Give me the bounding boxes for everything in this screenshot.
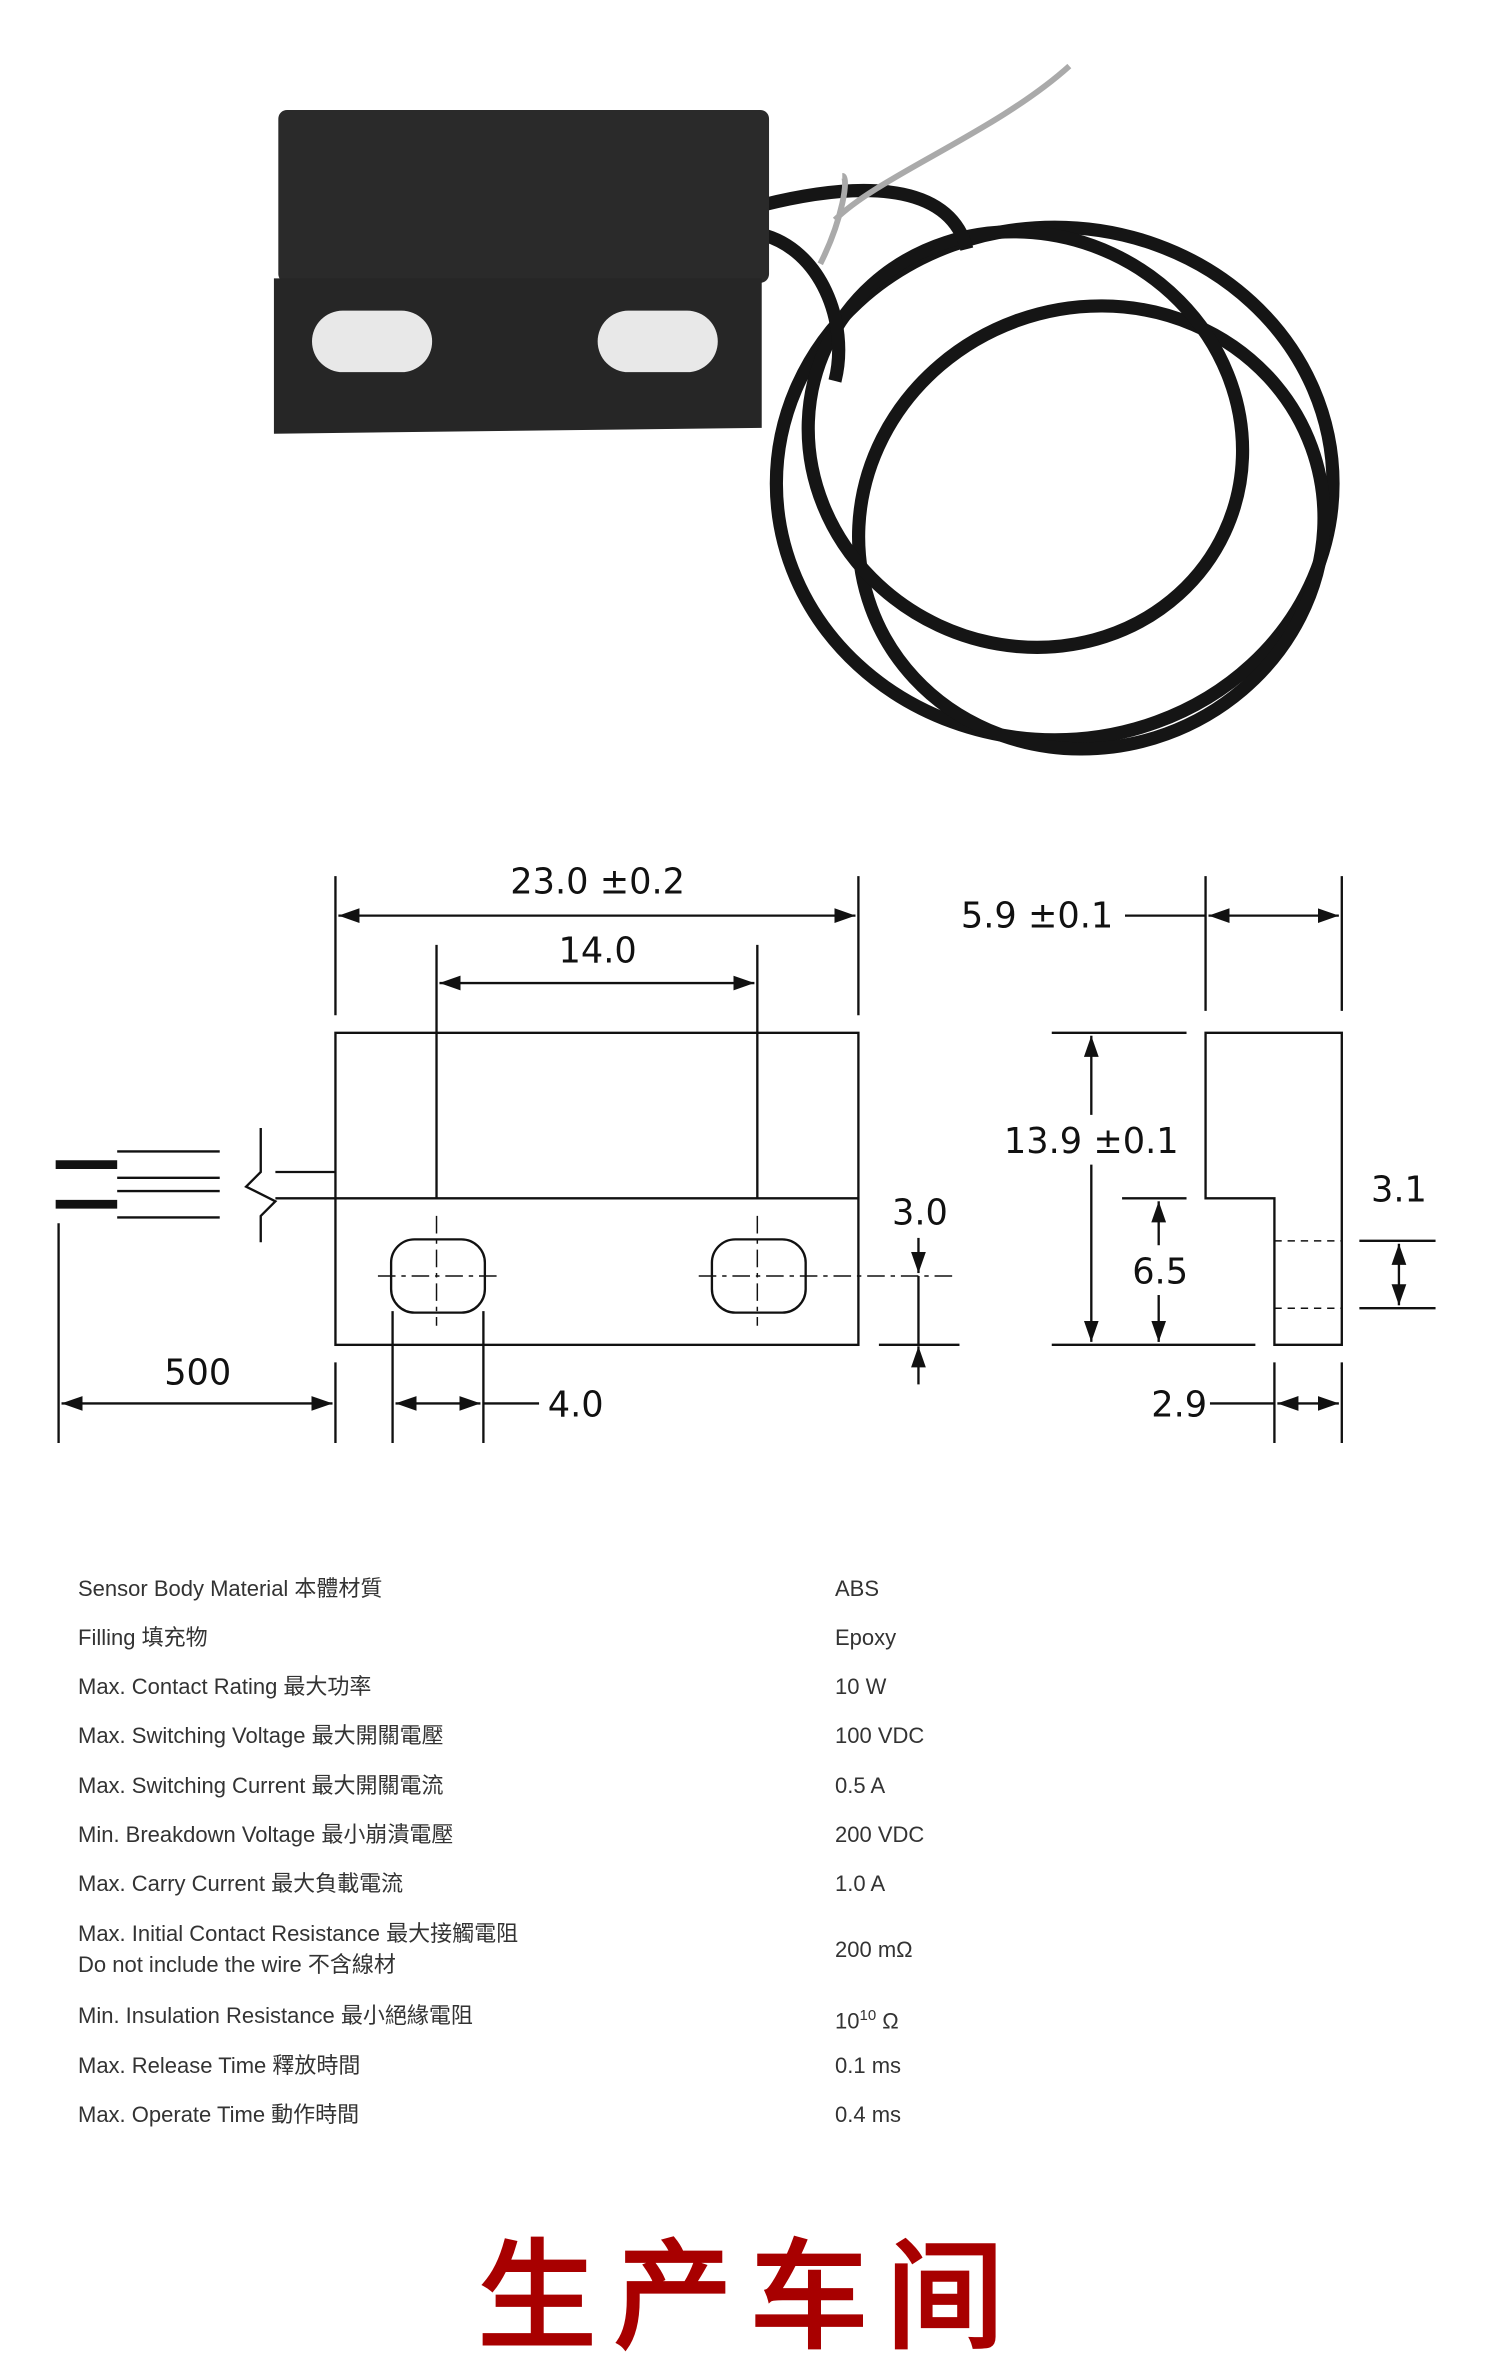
value-exponent: 10 [859,2007,877,2024]
spec-value: 100 VDC [835,1723,925,1748]
side-view [1051,876,1436,1443]
spec-value: 0.5 A [835,1773,886,1798]
spec-value: 10 W [835,1674,887,1699]
value-unit: Ω [876,2008,899,2034]
mount-hole-left [312,310,433,373]
spec-label: Max. Release Time 釋放時間 [78,2053,361,2078]
mount-hole-right [597,310,718,373]
dim-height: 13.9 ±0.1 [1004,1121,1179,1162]
dimension-labels: 23.0 ±0.2 14.0 5.9 ±0.1 13.9 ±0.1 3.0 6.… [164,862,1427,1426]
spec-label: Max. Operate Time 動作時間 [78,2102,360,2127]
dim-hole-spacing: 14.0 [559,931,637,972]
spec-value: Epoxy [835,1625,897,1650]
spec-value: 0.1 ms [835,2053,902,2078]
dim-length: 23.0 ±0.2 [510,862,685,903]
section-headline: 生产车间 [477,2228,1022,2366]
dim-width: 5.9 ±0.1 [961,895,1113,936]
bare-wires [817,63,1072,266]
spec-label: Sensor Body Material 本體材質 [78,1576,383,1601]
sensor-body-top [278,109,770,283]
spec-label: Max. Switching Voltage 最大開關電壓 [78,1723,444,1748]
front-view [55,876,960,1443]
spec-value: 1.0 A [835,1871,886,1896]
spec-label: Max. Switching Current 最大開關電流 [78,1773,444,1798]
dim-step-height: 6.5 [1132,1251,1188,1292]
dim-cable-length: 500 [164,1352,231,1393]
dim-flange-thickness: 2.9 [1151,1385,1207,1426]
spec-row: Max. Initial Contact Resistance 最大接觸電阻 D… [78,1918,1378,1980]
value-base: 10 [835,2008,860,2034]
spec-label: Filling 填充物 [78,1625,208,1650]
spec-label: Max. Carry Current 最大負載電流 [78,1871,404,1896]
spec-label: Max. Contact Rating 最大功率 [78,1674,372,1699]
spec-value: 0.4 ms [835,2102,902,2127]
sensor-photo [273,63,1340,756]
spec-value: 1010 Ω [835,2000,899,2036]
dim-hole-width: 4.0 [548,1385,604,1426]
cable-coil [759,184,1340,756]
spec-label: Min. Breakdown Voltage 最小崩潰電壓 [78,1822,454,1847]
spec-value: 200 mΩ [835,1937,913,1962]
spec-label: Min. Insulation Resistance 最小絕緣電阻 [78,2003,473,2028]
dim-lip-height: 3.0 [892,1193,948,1234]
dim-hole-height: 3.1 [1371,1169,1427,1210]
spec-label-note: Do not include the wire 不含線材 [78,1952,396,1977]
spec-label: Max. Initial Contact Resistance 最大接觸電阻 [78,1921,519,1946]
spec-value: ABS [835,1576,880,1601]
spec-value: 200 VDC [835,1822,925,1847]
